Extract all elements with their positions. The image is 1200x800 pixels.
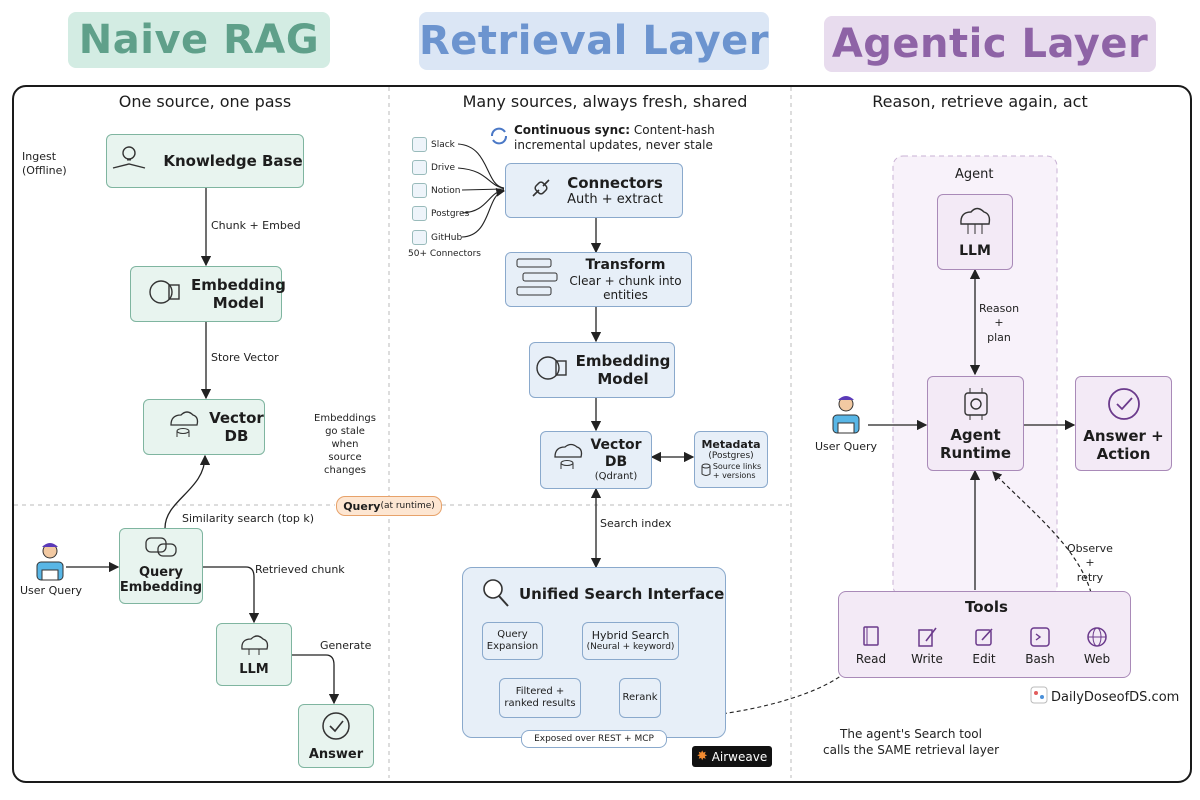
exposed-badge: Exposed over REST + MCP xyxy=(521,730,667,748)
retrieval-layer-header: Retrieval Layer xyxy=(419,12,769,70)
brain-chip-icon xyxy=(534,351,568,389)
observe-retry-label: Observe + retry xyxy=(1067,542,1113,584)
source-github: GitHub xyxy=(412,230,462,245)
airweave-badge: ✸ Airweave xyxy=(692,746,772,767)
source-drive: Drive xyxy=(412,160,455,175)
similarity-search-label: Similarity search (top k) xyxy=(182,512,315,525)
github-icon xyxy=(412,230,427,245)
naive-subtitle: One source, one pass xyxy=(118,92,292,111)
tool-web: Web xyxy=(1077,625,1117,666)
search-index-label: Search index xyxy=(600,517,672,530)
naive-embedding-model-box: Embedding Model xyxy=(130,266,286,322)
query-expansion-box: Query Expansion xyxy=(482,622,543,660)
diagram-frame xyxy=(12,85,1192,783)
answer-action-box: Answer + Action xyxy=(1075,376,1172,471)
notion-icon xyxy=(412,183,427,198)
cloud-llm-icon xyxy=(955,204,995,243)
sync-icon xyxy=(488,125,510,151)
tools-title: Tools xyxy=(965,598,1008,616)
transform-box: Transform Clear + chunk into entities xyxy=(505,252,692,307)
tools-panel xyxy=(838,591,1131,678)
footer-note: The agent's Search tool calls the SAME r… xyxy=(823,727,1000,757)
tool-edit: Edit xyxy=(964,625,1004,666)
retrieval-subtitle: Many sources, always fresh, shared xyxy=(462,92,748,111)
knowledge-base-box: Knowledge Base xyxy=(106,134,304,188)
agentic-user-query-label: User Query xyxy=(815,440,877,453)
database-icon xyxy=(701,462,711,481)
agent-region-label: Agent xyxy=(955,167,994,182)
agentic-user-avatar xyxy=(829,393,863,441)
transform-flow-icon xyxy=(515,257,563,301)
plug-icon xyxy=(525,172,557,208)
query-runtime-badge: Query(at runtime) xyxy=(336,496,442,516)
hybrid-search-box: Hybrid Search (Neural + keyword) xyxy=(582,622,679,660)
sync-note: Continuous sync: Content-hash incrementa… xyxy=(514,123,715,152)
airweave-logo-icon: ✸ xyxy=(696,749,708,764)
cloud-db-icon xyxy=(144,389,201,465)
reason-plan-label: Reason + plan xyxy=(978,302,1020,344)
terminal-icon xyxy=(1029,627,1051,652)
cloud-llm-icon xyxy=(237,631,271,662)
naive-user-avatar xyxy=(33,540,67,588)
retrieval-vector-db-box: Vector DB (Qdrant) xyxy=(540,431,652,489)
agent-runtime-box: Agent Runtime xyxy=(927,376,1024,471)
source-postgres: Postgres xyxy=(412,206,469,221)
query-embedding-box: Query Embedding xyxy=(119,528,203,604)
magnifier-icon xyxy=(481,577,511,613)
retrieved-chunk-label: Retrieved chunk xyxy=(255,563,345,576)
usi-title: Unified Search Interface xyxy=(519,585,725,603)
cpu-gear-icon xyxy=(958,386,994,426)
rerank-box: Rerank xyxy=(619,678,661,718)
ingest-label: Ingest (Offline) xyxy=(22,150,67,178)
brain-chip-icon xyxy=(126,257,181,331)
generate-label: Generate xyxy=(320,639,372,652)
naive-vector-db-box: Vector DB xyxy=(143,399,265,455)
chat-bubble-icon xyxy=(144,536,178,565)
tool-read: Read xyxy=(851,625,891,666)
agentic-subtitle: Reason, retrieve again, act xyxy=(872,92,1088,111)
metadata-box: Metadata (Postgres) Source links + versi… xyxy=(694,431,768,488)
stale-note: Embeddings go stale when source changes xyxy=(314,413,376,476)
tool-write: Write xyxy=(907,625,947,666)
chunk-embed-label: Chunk + Embed xyxy=(211,219,301,232)
globe-icon xyxy=(1085,627,1109,652)
book-bulb-icon xyxy=(107,144,151,178)
credit: DailyDoseofDS.com xyxy=(1030,686,1179,708)
store-vector-label: Store Vector xyxy=(211,351,279,364)
cloud-db-icon xyxy=(550,441,584,479)
retrieval-embedding-model-box: Embedding Model xyxy=(529,342,675,398)
tool-bash: Bash xyxy=(1020,625,1060,666)
slack-icon xyxy=(412,137,427,152)
connectors-count-label: 50+ Connectors xyxy=(408,249,481,259)
naive-user-query-label: User Query xyxy=(20,584,82,597)
naive-rag-header: Naive RAG xyxy=(68,12,330,68)
check-circle-icon xyxy=(320,710,352,747)
edit-icon xyxy=(973,628,995,652)
source-notion: Notion xyxy=(412,183,460,198)
agentic-layer-header: Agentic Layer xyxy=(824,16,1156,72)
filtered-results-box: Filtered + ranked results xyxy=(499,678,581,718)
agent-llm-box: LLM xyxy=(937,194,1013,270)
check-circle-icon xyxy=(1105,385,1143,427)
pencil-paper-icon xyxy=(916,627,938,652)
naive-answer-box: Answer xyxy=(298,704,374,768)
dailydose-logo-icon xyxy=(1030,686,1048,708)
postgres-icon xyxy=(412,206,427,221)
drive-icon xyxy=(412,160,427,175)
source-slack: Slack xyxy=(412,137,455,152)
book-icon xyxy=(860,626,882,652)
naive-llm-box: LLM xyxy=(216,623,292,686)
connectors-box: Connectors Auth + extract xyxy=(505,163,683,218)
